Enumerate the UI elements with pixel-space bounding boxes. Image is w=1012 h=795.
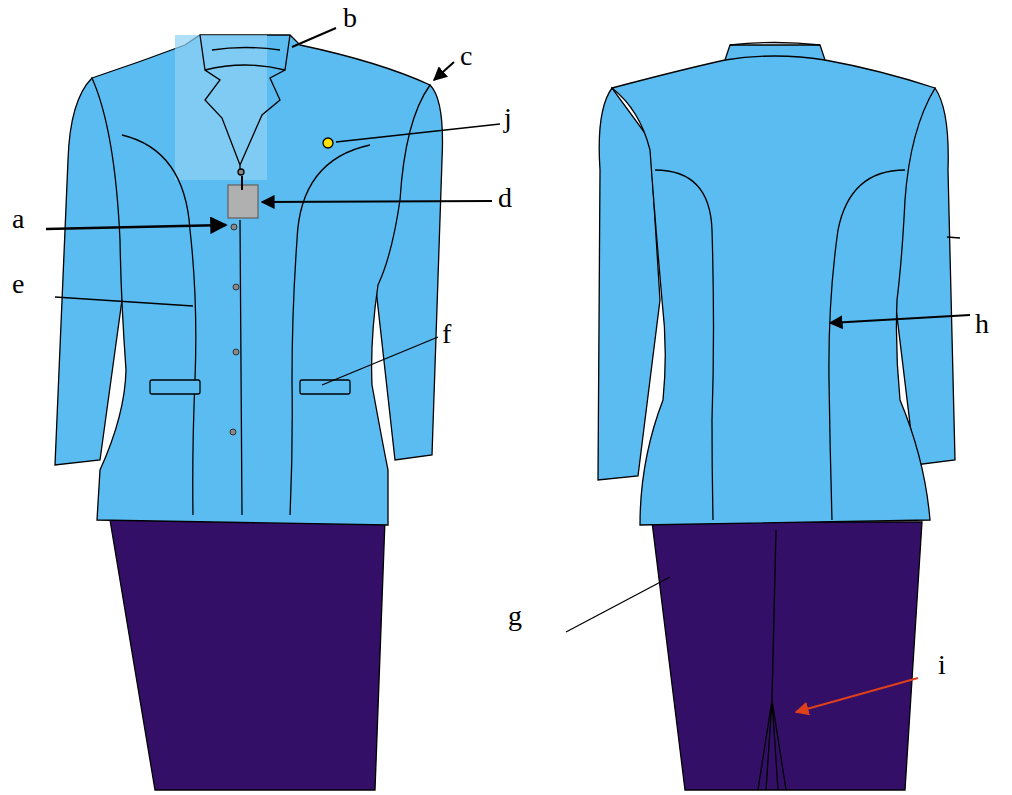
back-view	[598, 43, 960, 791]
back-jacket-body	[612, 45, 935, 525]
leader-lines	[46, 28, 970, 712]
leader-line	[322, 337, 438, 385]
front-skirt	[110, 520, 385, 790]
callout-letter: i	[938, 651, 946, 679]
sleeve-tick	[947, 237, 960, 238]
leader-line	[46, 225, 226, 229]
collar-highlight	[175, 35, 267, 180]
pocket-flap	[150, 380, 200, 394]
leader-line	[830, 315, 970, 323]
leader-line	[566, 577, 670, 632]
back-seams	[655, 170, 905, 520]
leader-line	[336, 124, 500, 142]
pocket-flap	[300, 380, 350, 394]
callout-letter: g	[508, 602, 522, 630]
callout-letter: d	[498, 184, 512, 212]
leader-line	[434, 62, 454, 80]
callout-letter: f	[442, 320, 451, 348]
callout-letter: a	[12, 205, 24, 233]
leader-line	[292, 28, 336, 47]
leader-line	[262, 201, 492, 202]
leader-line	[55, 297, 193, 306]
pin-badge	[323, 138, 333, 148]
callout-letter: j	[504, 104, 512, 132]
badge-clip	[238, 169, 244, 175]
front-jacket-body	[92, 35, 430, 525]
callout-letter: e	[12, 270, 24, 298]
back-collar	[725, 43, 825, 61]
buttons	[230, 224, 239, 435]
callout-letter: h	[975, 310, 989, 338]
leader-line	[796, 678, 918, 712]
back-skirt	[652, 522, 922, 790]
callout-letter: c	[460, 42, 472, 70]
collar	[200, 35, 290, 165]
front-view	[55, 35, 443, 790]
callout-letter: b	[343, 4, 357, 32]
skirt-slit	[758, 530, 786, 790]
princess-seams	[122, 135, 370, 515]
